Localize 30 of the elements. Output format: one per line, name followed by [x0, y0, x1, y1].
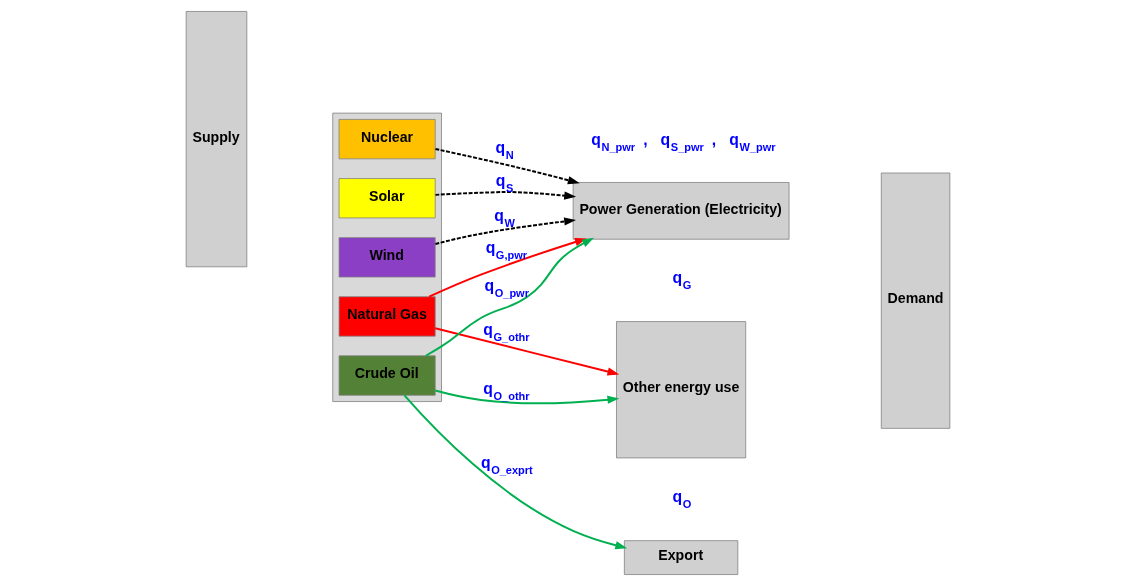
cluster [331, 112, 442, 402]
node-box: Nuclear [338, 119, 436, 160]
node-box: Solar [338, 178, 436, 219]
edge-label: q$_{W}$ [493, 207, 515, 230]
edge-label: q$_{O_exprt}$ [480, 453, 533, 476]
node-box: Export [623, 540, 738, 575]
label: q$_{O}$ [671, 488, 691, 511]
arrow [402, 394, 627, 550]
arrow [433, 191, 576, 200]
node-box: Supply [185, 11, 247, 268]
arrow [433, 217, 576, 245]
arrow [434, 148, 580, 185]
node-box: Other energy use [615, 321, 746, 459]
edge-label: q$_{O_pwr}$ [483, 277, 529, 300]
node-box: Power Generation (Electricity) [572, 182, 789, 240]
edge-label: q$_{O_othr}$ [482, 380, 530, 403]
node-box: Demand [880, 172, 950, 429]
arrow [433, 389, 619, 405]
node-box: Natural Gas [338, 296, 436, 337]
node-box: Crude Oil [338, 355, 436, 396]
edge-label: q$_{G_othr}$ [482, 320, 530, 343]
node-box: Wind [338, 237, 436, 278]
label: q$_{N_pwr}$ , q$_{S_pwr}$ , q$_{W_pwr}$ [590, 130, 776, 153]
arrow [433, 327, 619, 376]
label: q$_{G}$ [671, 269, 691, 292]
edge-label: q$_{G,pwr}$ [485, 239, 527, 262]
edge-label: q$_{N}$ [494, 139, 514, 162]
arrow [424, 237, 594, 357]
arrow [427, 238, 587, 298]
edge-label: q$_{S}$ [495, 172, 513, 195]
